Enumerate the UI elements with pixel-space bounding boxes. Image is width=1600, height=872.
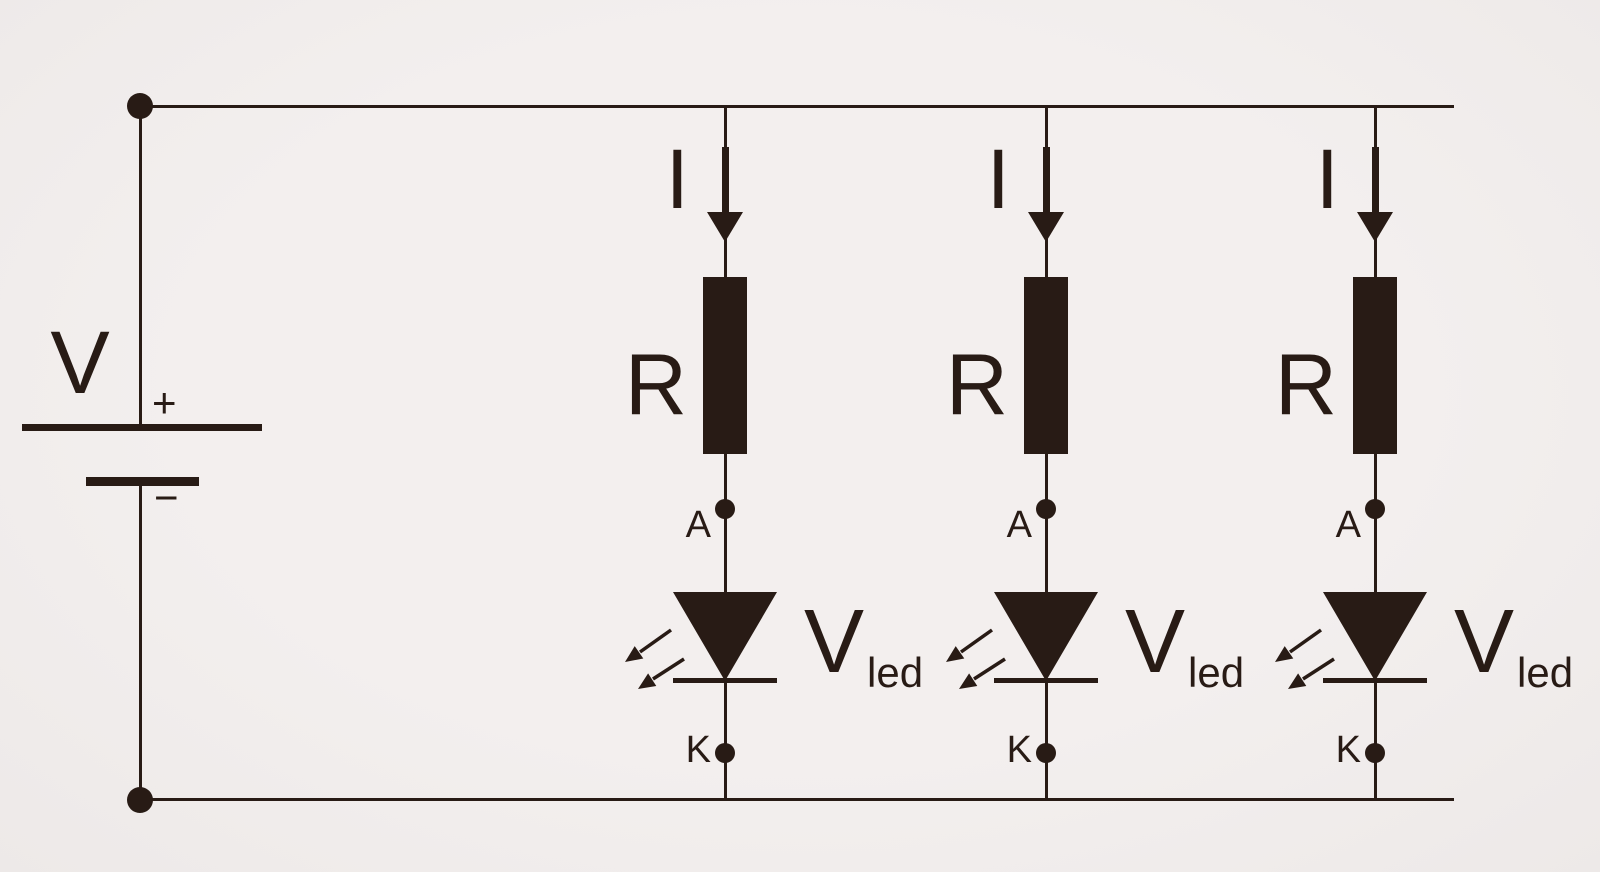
current-arrow-shaft [1371,147,1379,213]
resistor-body [1024,277,1068,454]
led-cathode-bar [994,678,1098,683]
resistor-label: R [624,337,687,433]
current-label: I [1315,132,1339,226]
led-symbol-triangle [1323,592,1427,681]
led-symbol-triangle [673,592,777,681]
cathode-node [715,743,735,763]
cathode-node [1036,743,1056,763]
current-label: I [665,132,689,226]
top-left-junction-node [127,93,153,119]
anode-label: A [685,504,711,546]
anode-label: A [1006,504,1032,546]
resistor-label: R [945,337,1008,433]
led-voltage-label: Vled [804,597,923,694]
led-voltage-symbol: V [1454,592,1515,692]
resistor-body [1353,277,1397,454]
led-cathode-bar [1323,678,1427,683]
anode-node [1036,499,1056,519]
led-voltage-label: Vled [1454,597,1573,694]
current-arrow-shaft [1042,147,1050,213]
resistor-label: R [1274,337,1337,433]
led-voltage-subscript: led [1517,649,1574,696]
light-emission-arrows-icon [625,628,685,689]
bottom-rail-wire [140,798,1454,801]
current-arrow-head-icon [1028,212,1064,242]
branch-wire-lower [1373,683,1377,800]
cathode-node [1365,743,1385,763]
light-emission-arrows-icon [946,628,1006,689]
current-arrow-shaft [721,147,729,213]
current-label: I [986,132,1010,226]
led-cathode-bar [673,678,777,683]
battery-negative-plate [86,477,199,486]
battery-positive-wire [138,106,142,424]
led-voltage-symbol: V [1125,592,1186,692]
led-symbol-triangle [994,592,1098,681]
current-arrow-head-icon [707,212,743,242]
branch-wire-lower [1044,683,1048,800]
battery-negative-wire [138,486,142,800]
light-emission-arrows-icon [1275,628,1335,689]
branch-wire-middle [1373,454,1377,593]
battery-minus-sign: − [154,474,179,521]
cathode-label: K [1006,729,1032,771]
bottom-left-junction-node [127,787,153,813]
led-voltage-subscript: led [1188,649,1245,696]
cathode-label: K [685,729,711,771]
battery-plus-sign: + [152,379,177,426]
led-voltage-label: Vled [1125,597,1244,694]
battery-voltage-label: V [50,312,110,412]
branch-wire-middle [1044,454,1048,593]
resistor-body [703,277,747,454]
led-voltage-symbol: V [804,592,865,692]
anode-label: A [1335,504,1361,546]
branch-wire-lower [723,683,727,800]
anode-node [715,499,735,519]
battery-positive-plate [22,424,262,431]
top-rail-wire [140,105,1454,108]
led-voltage-subscript: led [867,649,924,696]
branch-wire-middle [723,454,727,593]
current-arrow-head-icon [1357,212,1393,242]
cathode-label: K [1335,729,1361,771]
anode-node [1365,499,1385,519]
